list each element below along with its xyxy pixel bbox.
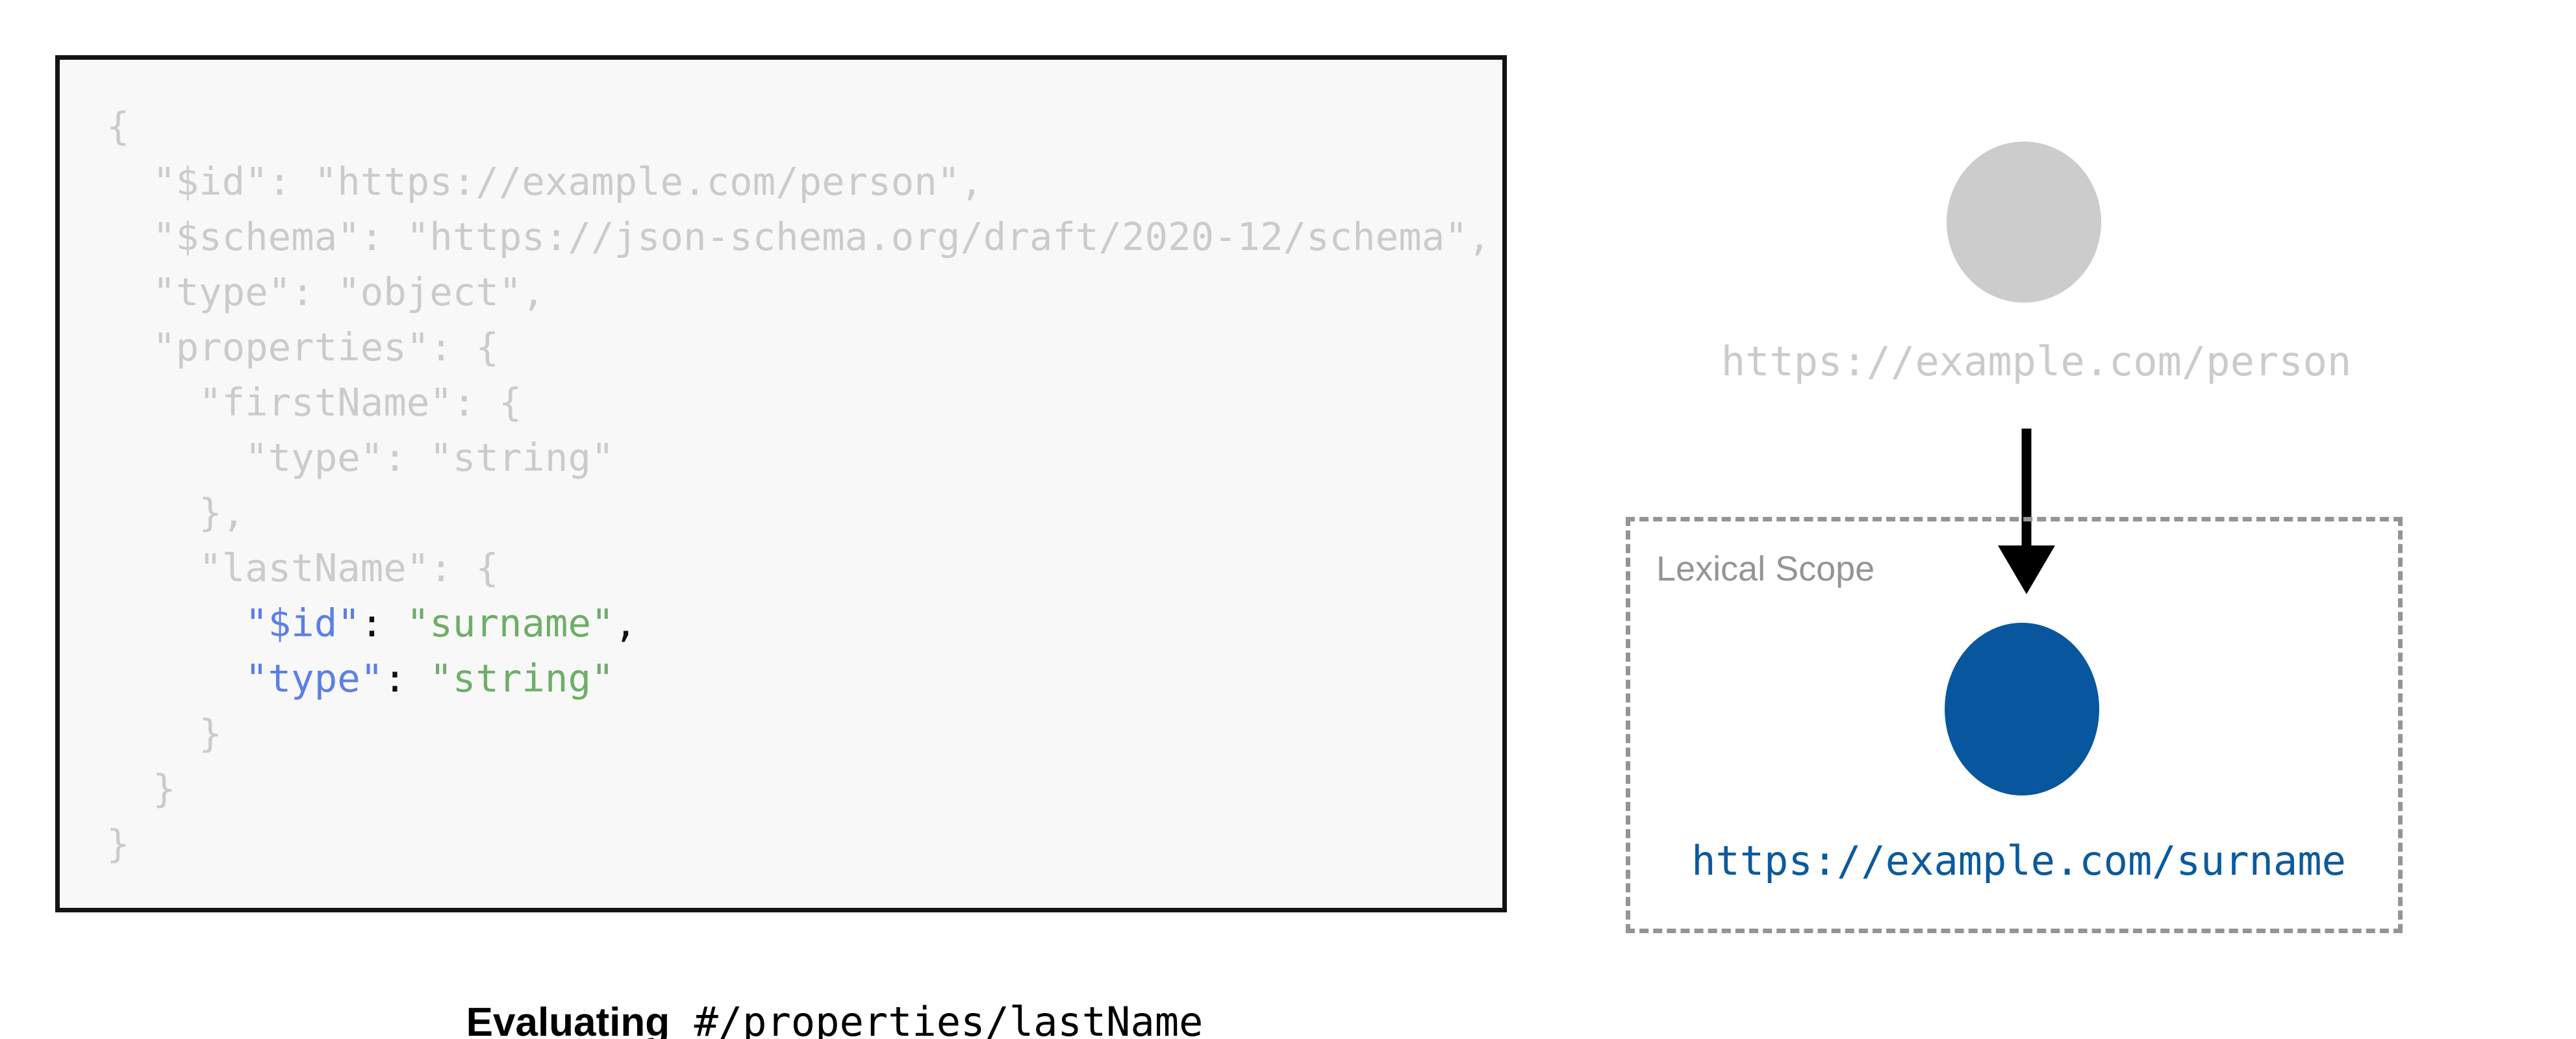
code-token: "lastName": { [107,545,499,590]
code-line: } [107,816,1491,871]
code-token [107,656,245,701]
code-line: "$id": "surname", [107,595,1491,651]
lexical-scope-box: Lexical Scope https://example.com/surnam… [1626,517,2403,933]
lexical-scope-box-label: Lexical Scope [1656,549,1875,588]
code-token: , [614,601,638,645]
code-line: "$id": "https://example.com/person", [107,154,1491,209]
left-caption: Evaluating #/properties/lastName [55,1002,1614,1039]
surname-node-label: https://example.com/surname [1691,837,2346,884]
code-token: "firstName": { [107,380,522,425]
left-caption-pointer: #/properties/lastName [694,998,1204,1039]
code-token: "$schema": "https://json-schema.org/draf… [107,214,1491,259]
code-token: : [383,656,430,701]
code-line: "type": "object", [107,264,1491,319]
left-caption-bold: Evaluating [466,1000,670,1039]
code-token: } [107,711,222,756]
code-line: }, [107,485,1491,540]
code-token: } [107,821,130,866]
code-line: "properties": { [107,319,1491,375]
code-line: "type": "string" [107,651,1491,706]
code-token: "type": "object", [107,269,545,314]
code-token: "type" [245,656,384,701]
code-token: "$id" [245,601,360,645]
surname-node-circle-icon [1945,623,2099,795]
json-code-lines: { "$id": "https://example.com/person", "… [107,99,1491,871]
code-line: "type": "string" [107,430,1491,485]
code-token: }, [107,490,246,535]
code-token [107,601,245,645]
code-line: } [107,761,1491,816]
code-line: { [107,99,1491,154]
code-token: { [107,104,130,149]
code-token: "type": "string" [107,435,614,480]
code-token: "string" [429,656,614,701]
code-token: "$id": "https://example.com/person", [107,159,983,204]
code-token: : [360,601,407,645]
code-line: } [107,706,1491,761]
code-token: } [107,766,176,811]
code-line: "firstName": { [107,375,1491,430]
person-node-label: https://example.com/person [1721,338,2352,385]
person-node-circle-icon [1947,142,2101,303]
json-code-block: { "$id": "https://example.com/person", "… [55,55,1507,912]
code-line: "$schema": "https://json-schema.org/draf… [107,209,1491,264]
code-token: "surname" [406,601,614,645]
code-token: "properties": { [107,325,499,369]
scope-arrow-icon [1998,429,2055,594]
left-panel: { "$id": "https://example.com/person", "… [55,55,1507,1039]
code-line: "lastName": { [107,540,1491,595]
right-panel: https://example.com/person Lexical Scope… [1546,117,2576,935]
